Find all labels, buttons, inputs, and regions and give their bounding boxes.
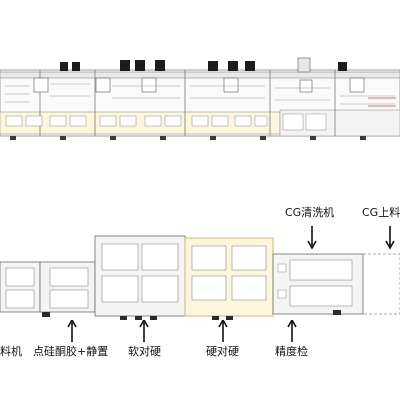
label-soft-to-hard: 软对硬	[128, 345, 161, 358]
plan-station-soft-to-hard	[94, 235, 186, 317]
label-precision-check: 精度检	[275, 345, 308, 358]
label-hard-to-hard: 硬对硬	[206, 345, 239, 358]
plan-station-cg-loader	[362, 253, 400, 315]
line-side-elevation	[0, 57, 400, 140]
label-cg-loader: CG上料	[362, 206, 400, 219]
label-unloader: 料机	[0, 345, 22, 358]
plan-station-unloader	[0, 261, 96, 313]
label-cg-cleaning: CG清洗机	[285, 206, 335, 219]
plan-station-precision-check	[272, 253, 364, 315]
arrow-cg-cleaning	[307, 226, 317, 250]
arrow-soft-to-hard	[139, 320, 149, 342]
arrow-precision-check	[287, 320, 297, 342]
arrow-cg-loader	[385, 226, 395, 250]
plan-station-hard-to-hard	[184, 237, 274, 317]
label-silicone: 点硅酮胶+静置	[33, 345, 109, 358]
arrow-silicone	[67, 320, 77, 342]
arrow-hard-to-hard	[218, 320, 228, 342]
line-plan-view	[0, 235, 400, 320]
